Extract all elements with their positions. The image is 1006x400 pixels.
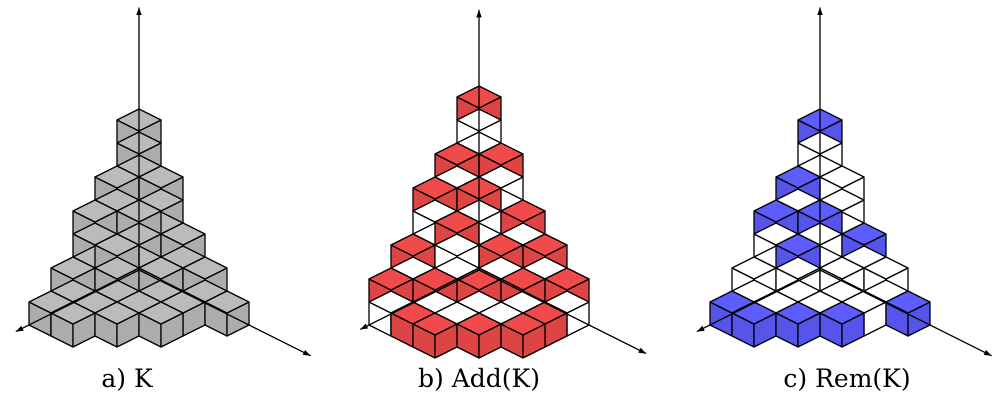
cube-face-top bbox=[94, 256, 140, 280]
x-axis-arrow bbox=[478, 269, 647, 355]
cube-face-top bbox=[368, 267, 414, 291]
cube-face-top bbox=[94, 165, 140, 189]
panel-rem-k: c) Rem(K) bbox=[696, 7, 992, 393]
x-axis-arrow-head bbox=[302, 349, 311, 356]
cube-face-top bbox=[478, 142, 524, 166]
cube-stack-add-k bbox=[368, 85, 590, 359]
cube-face-top bbox=[775, 233, 821, 257]
cube-face-top bbox=[138, 256, 184, 280]
y-axis-arrow-head bbox=[15, 325, 24, 332]
cube-face-top bbox=[434, 233, 480, 257]
cube-face-top bbox=[544, 267, 590, 291]
cube-face-top bbox=[775, 165, 821, 189]
cube-face-top bbox=[94, 233, 140, 257]
cube-face-top bbox=[885, 290, 931, 314]
axes-k bbox=[15, 7, 311, 357]
y-axis-arrow-head bbox=[360, 323, 369, 330]
cube-face-top bbox=[819, 256, 865, 280]
z-axis-arrow-head bbox=[476, 9, 482, 18]
cube-face-top bbox=[182, 256, 228, 280]
z-axis-arrow-head bbox=[817, 7, 823, 16]
z-axis-arrow-head bbox=[136, 7, 142, 16]
panel-add-k: b) Add(K) bbox=[359, 9, 647, 393]
cube-face-top bbox=[434, 142, 480, 166]
caption-k: a) K bbox=[101, 364, 154, 393]
panel-k: a) K bbox=[15, 7, 311, 393]
x-axis-arrow bbox=[819, 269, 992, 357]
cube-face-top bbox=[841, 222, 887, 246]
axes-rem-k bbox=[696, 7, 992, 357]
cube-face-top bbox=[412, 267, 458, 291]
caption-add-k: b) Add(K) bbox=[418, 364, 540, 393]
cube-face-top bbox=[819, 301, 865, 325]
axes-add-k bbox=[359, 9, 647, 355]
cube-face-top bbox=[456, 312, 502, 336]
cube-face-top bbox=[456, 267, 502, 291]
cube-face-top bbox=[731, 301, 777, 325]
cube-face-top bbox=[412, 312, 458, 336]
y-axis-arrow bbox=[359, 269, 480, 330]
cube-face-top bbox=[775, 256, 821, 280]
cube-face-top bbox=[522, 233, 568, 257]
y-axis-arrow-head bbox=[696, 325, 705, 332]
cube-face-top bbox=[819, 165, 865, 189]
y-axis-arrow bbox=[15, 269, 140, 333]
cube-face-top bbox=[72, 199, 118, 223]
cube-face-top bbox=[138, 165, 184, 189]
cube-face-top bbox=[775, 301, 821, 325]
cube-face-top bbox=[863, 256, 909, 280]
x-axis-arrow-head bbox=[983, 349, 992, 356]
cube-face-top bbox=[478, 233, 524, 257]
cube-face-top bbox=[390, 233, 436, 257]
cube-face-top bbox=[500, 267, 546, 291]
caption-rem-k: c) Rem(K) bbox=[783, 364, 910, 393]
x-axis-arrow bbox=[138, 269, 311, 357]
cube-face-top bbox=[731, 256, 777, 280]
cube-face-top bbox=[94, 301, 140, 325]
cube-face-top bbox=[160, 222, 206, 246]
x-axis-arrow-head bbox=[638, 347, 647, 354]
cube-stack-rem-k bbox=[709, 108, 931, 348]
y-axis-arrow bbox=[696, 269, 821, 333]
cube-face-top bbox=[500, 312, 546, 336]
cube-face-top bbox=[50, 256, 96, 280]
cube-face-top bbox=[138, 301, 184, 325]
cube-stack-k bbox=[28, 108, 250, 348]
cube-face-top bbox=[500, 199, 546, 223]
cube-face-top bbox=[50, 301, 96, 325]
cube-face-top bbox=[412, 176, 458, 200]
cube-face-top bbox=[434, 210, 480, 234]
cube-face-top bbox=[753, 199, 799, 223]
cube-face-top bbox=[204, 290, 250, 314]
